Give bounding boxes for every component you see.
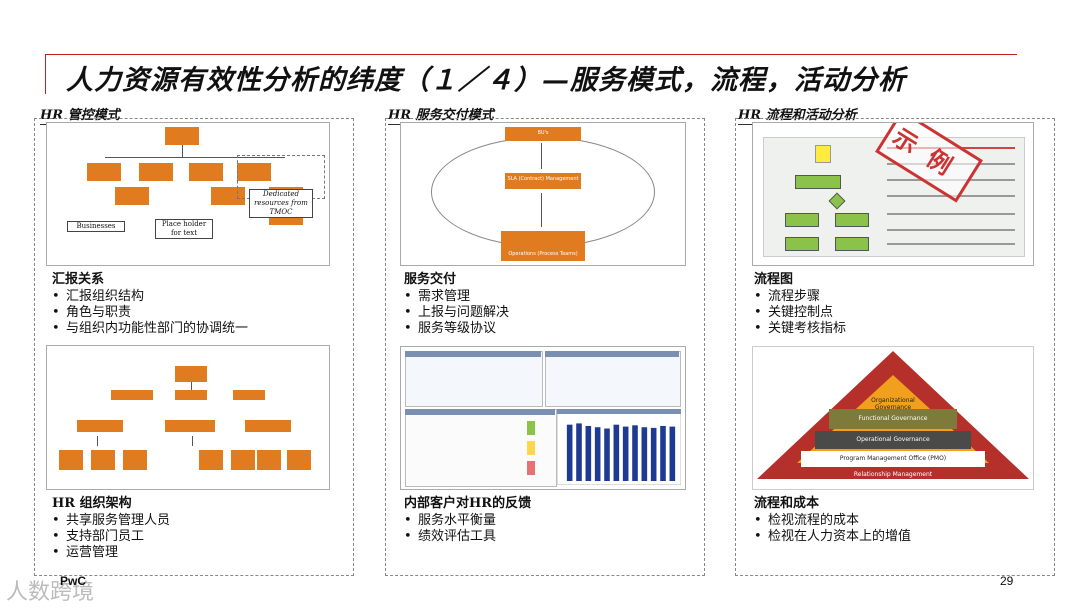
list-item: 共享服务管理人员 [52,513,170,529]
bar-2 [576,423,582,481]
hr-org-chart-image [46,345,330,490]
watermark-logo: 人数跨境 [6,580,95,605]
list-item: 服务等级协议 [404,321,509,337]
pwc-logo: PwC [60,574,87,588]
label-pmo: Program Management Office (PMO) [839,455,947,462]
section-heading: 汇报关系 [52,272,105,287]
label-org-governance: Organizational Governance [871,397,915,411]
label-sla-management: SLA (Contract) Management [507,176,579,182]
section-heading: 流程图 [754,272,794,287]
list-item: 服务水平衡量 [404,513,531,529]
bar-4 [594,427,601,481]
label-functional-governance: Functional Governance [858,415,928,422]
list-item: 支持部门员工 [52,529,170,545]
column-frame-service-delivery [385,118,705,576]
section-process-flow: 流程图 流程步骤 关键控制点 关键考核指标 [754,272,846,337]
section-process-cost: 流程和成本 检视流程的成本 检视在人力资本上的增值 [754,496,911,545]
governance-triangle [757,351,1029,479]
reporting-org-diagram: Businesses Place holder for text Dedicat… [46,122,330,266]
bar-9 [641,427,648,481]
list-item: 汇报组织结构 [52,289,248,305]
list-item: 关键考核指标 [754,321,846,337]
bar-8 [632,425,638,481]
page-number: 29 [1000,574,1014,588]
column-frame-governance [34,118,354,576]
list-item: 检视在人力资本上的增值 [754,529,911,545]
list-item: 检视流程的成本 [754,513,911,529]
bar-11 [660,425,666,481]
label-relationship-management: Relationship Management [853,471,933,478]
section-hr-org: HR 组织架构 共享服务管理人员 支持部门员工 运营管理 [52,496,170,561]
section-heading: 内部客户对HR的反馈 [404,496,532,511]
label-operational-governance: Operational Governance [856,436,930,443]
section-heading: HR 组织架构 [52,496,132,511]
bar-3 [585,425,592,481]
label-businesses: Businesses [67,221,125,232]
section-heading: 流程和成本 [754,496,820,511]
section-heading: 服务交付 [404,272,457,287]
list-item: 关键控制点 [754,305,846,321]
list-item: 运营管理 [52,545,170,561]
section-service-delivery: 服务交付 需求管理 上报与问题解决 服务等级协议 [404,272,509,337]
title-rule-vertical [45,54,46,94]
list-item: 绩效评估工具 [404,529,531,545]
bar-6 [613,424,620,481]
section-reporting: 汇报关系 汇报组织结构 角色与职责 与组织内功能性部门的协调统一 [52,272,248,337]
service-level-bar-chart [557,409,681,485]
label-bus: BU's [537,130,549,136]
bar-1 [566,424,573,481]
list-item: 流程步骤 [754,289,846,305]
bar-5 [604,428,610,481]
service-delivery-diagram: BU's SLA (Contract) Management Operation… [400,122,686,266]
list-item: 需求管理 [404,289,509,305]
label-dedicated-resources: Dedicated resources from TMOC [249,189,313,218]
list-item: 上报与问题解决 [404,305,509,321]
bar-12 [669,426,676,481]
title-rule [45,54,1017,55]
label-placeholder: Place holder for text [155,219,213,239]
section-internal-feedback: 内部客户对HR的反馈 服务水平衡量 绩效评估工具 [404,496,531,545]
label-operations: Operations (Process Teams) [508,251,578,257]
bar-7 [622,426,629,481]
list-item: 与组织内功能性部门的协调统一 [52,321,248,337]
process-flow-diagram: 示例 [752,122,1034,266]
page-title: 人力资源有效性分析的纬度（１／４）—服务模式，流程，活动分析 [66,65,906,96]
feedback-dashboard-image [400,346,686,490]
list-item: 角色与职责 [52,305,248,321]
bar-10 [650,427,657,481]
chart-header-strip [557,409,681,414]
governance-triangle-image: Organizational Governance Functional Gov… [752,346,1034,490]
column-frame-process-analysis [735,118,1055,576]
